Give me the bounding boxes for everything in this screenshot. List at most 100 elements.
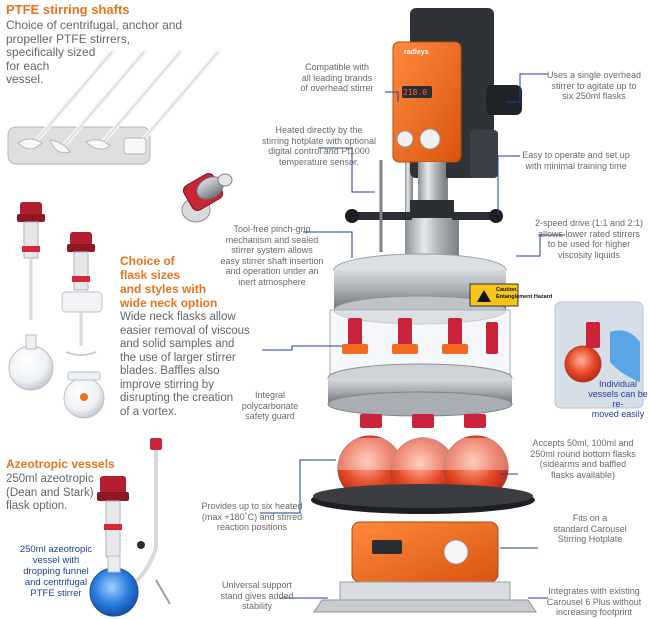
- callout-line: of overhead stirrer: [300, 83, 374, 94]
- callout-line: stand gives added: [220, 590, 294, 601]
- caution-label: Caution Entanglement Hazard: [496, 287, 552, 300]
- callout-line: reaction positions: [216, 522, 288, 533]
- callout-line: with minimal training time: [525, 160, 627, 171]
- callout-line: Integrates with existing: [548, 586, 640, 596]
- azeo-caption-line: and centrifugal: [24, 577, 88, 588]
- callout-line: stability: [241, 601, 272, 612]
- callout-line: Stirring Hotplate: [557, 534, 623, 545]
- callout-line: to be used for higher: [547, 239, 631, 250]
- ptfe-line: Choice of centrifugal, anchor and: [6, 18, 183, 32]
- azeotropic-vessel-image: [89, 438, 171, 617]
- callout-line: six 250ml flasks: [562, 91, 626, 102]
- flasks-title-line: and styles with: [120, 282, 207, 296]
- flasks-title-line: Choice of: [120, 254, 175, 268]
- azeo-line: flask option.: [6, 500, 68, 512]
- ptfe-line: vessel.: [6, 72, 44, 86]
- callout-line: Tool-free pinch-grip: [233, 224, 311, 234]
- callout-line: Integral: [254, 390, 286, 400]
- flasks-line: easier removal of viscous: [120, 324, 250, 337]
- callout-heated: Heated directly by the stirring hotplate…: [256, 125, 382, 167]
- callout-line: Provides up to six heated: [201, 501, 303, 511]
- azeotropic-caption: 250ml azeotropic vessel with dropping fu…: [14, 544, 98, 599]
- callout-line: stirrer to agitate up to: [551, 80, 637, 91]
- callout-universal: Universal support stand gives added stab…: [212, 580, 302, 612]
- pinch-grip-part-image: [181, 173, 233, 223]
- flasks-description: Wide neck flasks allow easier removal of…: [120, 311, 250, 419]
- flasks-line: and solid samples and: [120, 338, 235, 350]
- callout-line: stirring hotplate with optional: [261, 135, 377, 146]
- azeo-caption-line: 250ml azeotropic: [19, 544, 93, 555]
- ptfe-line: propeller PTFE stirrers,: [6, 31, 131, 46]
- flasks-line: the use of larger stirrer: [120, 351, 236, 364]
- callout-line: increasing footprint: [555, 607, 633, 618]
- ptfe-line: specifically sized: [6, 45, 96, 59]
- azeo-line: (Dean and Stark): [6, 486, 94, 499]
- callout-line: polycarbonate: [241, 400, 299, 411]
- callout-line: allows lower rated stirrers: [537, 228, 641, 239]
- callout-line: Fits on a: [572, 513, 608, 523]
- brand-logo-text: radleys: [404, 49, 429, 56]
- callout-line: Compatible with: [304, 62, 370, 72]
- callout-line: vessels can be re-: [588, 389, 648, 409]
- callout-two-speed: 2-speed drive (1:1 and 2:1) allows lower…: [530, 218, 648, 260]
- callout-line: moved easily: [591, 409, 645, 419]
- callout-line: viscosity liquids: [557, 249, 621, 260]
- callout-line: 2-speed drive (1:1 and 2:1): [534, 218, 644, 228]
- callout-line: flasks available): [550, 469, 616, 480]
- callout-line: temperature sensor.: [278, 156, 360, 167]
- ptfe-line: for each: [6, 58, 50, 73]
- azeo-caption-line: vessel with: [32, 555, 80, 566]
- callout-line: safety guard: [245, 411, 295, 422]
- flasks-line: improve stirring by: [120, 378, 214, 391]
- flasks-section-title: Choice of flask sizes and styles with wi…: [120, 254, 217, 310]
- callout-line: easy stirrer shaft insertion: [220, 255, 324, 266]
- azeotropic-description: 250ml azeotropic (Dean and Stark) flask …: [6, 473, 94, 514]
- caution-line: Entanglement Hazard: [496, 293, 553, 300]
- callout-line: Universal support: [221, 580, 293, 590]
- azeo-caption-line: PTFE stirrer: [30, 588, 82, 599]
- flasks-title-line: flask sizes: [120, 268, 181, 282]
- azeo-caption-line: dropping funnel: [23, 566, 89, 577]
- callout-line: Easy to operate and set up: [522, 150, 630, 160]
- ptfe-description: Choice of centrifugal, anchor and propel…: [6, 18, 183, 87]
- callout-fits: Fits on a standard Carousel Stirring Hot…: [540, 513, 640, 545]
- azeotropic-section-title: Azeotropic vessels: [6, 457, 115, 471]
- callout-single-stirrer: Uses a single overhead stirrer to agitat…: [540, 70, 648, 102]
- callout-line: and operation under an: [225, 266, 319, 277]
- flasks-line: blades. Baffles also: [120, 365, 220, 377]
- flasks-line: of a vortex.: [120, 405, 177, 418]
- callout-integrates: Integrates with existing Carousel 6 Plus…: [540, 586, 648, 618]
- flasks-line: Wide neck flasks allow: [120, 311, 236, 323]
- individual-vessel-photo: [554, 301, 644, 409]
- callout-six-heated: Provides up to six heated (max +180˚C) a…: [196, 501, 308, 533]
- caution-line: Caution: [496, 287, 517, 293]
- callout-line: Individual: [598, 379, 638, 389]
- callout-line: stirrer system allows: [231, 245, 313, 256]
- ptfe-shafts-image: [7, 49, 221, 165]
- callout-line: (max +180˚C) and stirred: [201, 511, 303, 522]
- azeo-line: 250ml azeotropic: [6, 473, 94, 485]
- callout-line: mechanism and sealed: [225, 234, 319, 245]
- callout-integral: Integral polycarbonate safety guard: [234, 390, 306, 422]
- callout-line: Heated directly by the: [275, 125, 363, 135]
- callout-toolfree: Tool-free pinch-grip mechanism and seale…: [220, 224, 324, 288]
- callout-individual: Individual vessels can be re- moved easi…: [588, 379, 648, 419]
- callout-compatible: Compatible with all leading brands of ov…: [290, 62, 384, 94]
- callout-line: standard Carousel: [553, 523, 627, 534]
- callout-line: inert atmosphere: [238, 276, 306, 287]
- flasks-title-line: wide neck option: [120, 296, 218, 310]
- ptfe-section-title: PTFE stirring shafts: [6, 2, 130, 17]
- callout-line: all leading brands: [301, 72, 373, 83]
- callout-line: Uses a single overhead: [546, 70, 642, 80]
- callout-lines: [260, 73, 565, 599]
- callout-easy: Easy to operate and set up with minimal …: [512, 150, 640, 171]
- callout-line: digital control and Pt1000: [268, 146, 370, 157]
- stirrer-display: 218.0: [403, 88, 428, 97]
- flasks-line: disrupting the creation: [120, 392, 234, 404]
- callout-accepts: Accepts 50ml, 100ml and 250ml round bott…: [520, 438, 646, 480]
- callout-line: 250ml round bottom flasks: [530, 448, 636, 459]
- carousel-reaction-station-image: [311, 8, 537, 613]
- callout-line: Accepts 50ml, 100ml and: [532, 438, 634, 448]
- callout-line: Carousel 6 Plus without: [546, 596, 642, 607]
